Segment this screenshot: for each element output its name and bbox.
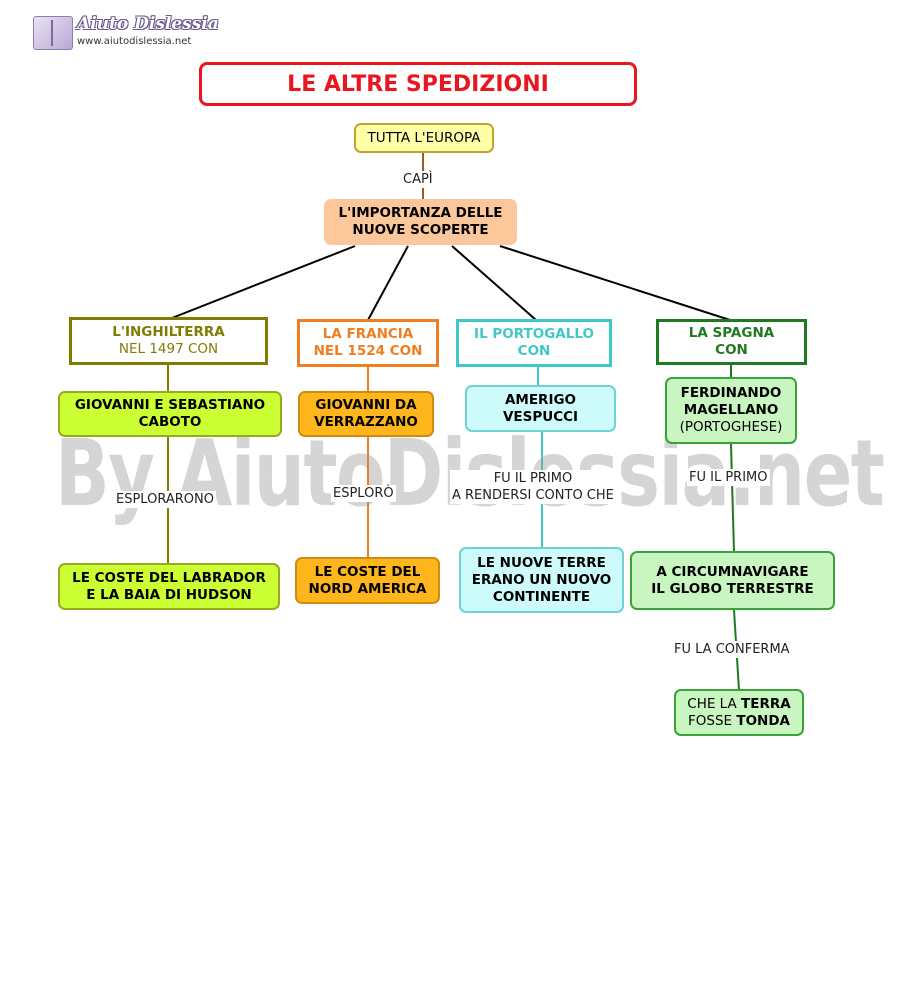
node-spain-head-line1: LA SPAGNA	[688, 325, 775, 341]
label-portugal-link-line1: FU IL PRIMO	[493, 471, 573, 486]
link-center-france	[367, 245, 409, 321]
label-root-center: CAPÌ	[401, 171, 435, 188]
logo-brand: Aiuto Dislessia	[77, 14, 219, 34]
node-france-result: LE COSTE DEL NORD AMERICA	[295, 557, 440, 604]
node-portugal-head: IL PORTOGALLO CON	[456, 319, 612, 367]
link-center-spain	[499, 245, 731, 321]
node-spain-final-pre1: CHE LA	[687, 695, 742, 712]
node-spain-explorer-line3: (PORTOGHESE)	[679, 419, 783, 435]
label-portugal-link: FU IL PRIMO A RENDERSI CONTO CHE	[450, 470, 616, 504]
node-portugal-head-line2: CON	[517, 343, 551, 359]
node-portugal-explorer: AMERIGO VESPUCCI	[465, 385, 616, 432]
label-portugal-link-line2: A RENDERSI CONTO CHE	[452, 488, 614, 503]
node-france-head-line2: NEL 1524 CON	[313, 343, 423, 359]
node-spain-final-line1: CHE LA TERRA	[687, 696, 790, 713]
node-spain-explorer-line1: FERDINANDO	[680, 385, 782, 401]
node-spain-final-bold2: TONDA	[736, 712, 790, 729]
node-spain-explorer-line2: MAGELLANO	[683, 402, 779, 418]
node-spain-final-bold1: TERRA	[741, 695, 791, 712]
node-spain-explorer: FERDINANDO MAGELLANO (PORTOGHESE)	[665, 377, 797, 444]
site-logo: Aiuto Dislessia www.aiutodislessia.net	[33, 14, 219, 54]
node-spain-result: A CIRCUMNAVIGARE IL GLOBO TERRESTRE	[630, 551, 835, 610]
label-england-link: ESPLORARONO	[114, 491, 216, 508]
page-title-text: LE ALTRE SPEDIZIONI	[287, 71, 549, 97]
node-england-head: L'INGHILTERRA NEL 1497 CON	[69, 317, 268, 365]
node-france-result-line2: NORD AMERICA	[308, 580, 427, 597]
node-spain-final-pre2: FOSSE	[688, 712, 737, 729]
node-center-line1: L'IMPORTANZA DELLE	[338, 205, 503, 221]
node-france-explorer-line2: VERRAZZANO	[314, 414, 418, 430]
node-england-result: LE COSTE DEL LABRADOR E LA BAIA DI HUDSO…	[58, 563, 280, 610]
node-portugal-result-line3: CONTINENTE	[492, 588, 591, 605]
node-england-head-line1: L'INGHILTERRA	[112, 324, 225, 340]
node-england-result-line2: E LA BAIA DI HUDSON	[86, 586, 252, 603]
node-spain-head: LA SPAGNA CON	[656, 319, 807, 365]
node-portugal-explorer-line1: AMERIGO	[504, 391, 577, 408]
logo-url: www.aiutodislessia.net	[77, 36, 192, 47]
node-england-explorer-line2: CABOTO	[138, 414, 202, 430]
node-france-explorer: GIOVANNI DA VERRAZZANO	[298, 391, 434, 437]
node-portugal-result-line1: LE NUOVE TERRE	[477, 554, 606, 571]
node-france-head-line1: LA FRANCIA	[322, 326, 414, 342]
node-spain-result-line2: IL GLOBO TERRESTRE	[651, 580, 814, 597]
node-portugal-result: LE NUOVE TERRE ERANO UN NUOVO CONTINENTE	[459, 547, 624, 613]
label-france-link: ESPLORÒ	[331, 485, 396, 502]
node-spain-head-line2: CON	[715, 342, 748, 358]
node-spain-final-line2: FOSSE TONDA	[688, 713, 790, 730]
node-portugal-head-line1: IL PORTOGALLO	[474, 326, 594, 342]
label-spain-link2: FU LA CONFERMA	[672, 641, 792, 658]
node-france-head: LA FRANCIA NEL 1524 CON	[297, 319, 439, 367]
node-root: TUTTA L'EUROPA	[354, 123, 494, 153]
node-england-explorer-line1: GIOVANNI E SEBASTIANO	[74, 397, 266, 413]
node-root-text: TUTTA L'EUROPA	[367, 129, 481, 146]
node-center: L'IMPORTANZA DELLE NUOVE SCOPERTE	[324, 199, 517, 245]
node-england-explorer: GIOVANNI E SEBASTIANO CABOTO	[58, 391, 282, 437]
book-icon	[33, 16, 73, 50]
link-center-england	[171, 245, 356, 319]
node-portugal-explorer-line2: VESPUCCI	[502, 408, 579, 425]
node-spain-final: CHE LA TERRA FOSSE TONDA	[674, 689, 804, 736]
node-portugal-result-line2: ERANO UN NUOVO	[471, 571, 612, 588]
page-title: LE ALTRE SPEDIZIONI	[199, 62, 637, 106]
label-spain-link: FU IL PRIMO	[687, 469, 770, 486]
link-spain-result	[730, 443, 735, 553]
node-france-result-line1: LE COSTE DEL	[314, 563, 421, 580]
node-england-head-line2: NEL 1497 CON	[118, 341, 219, 357]
node-england-result-line1: LE COSTE DEL LABRADOR	[72, 569, 266, 586]
node-spain-result-line1: A CIRCUMNAVIGARE	[656, 563, 809, 580]
node-center-line2: NUOVE SCOPERTE	[352, 222, 489, 238]
link-center-portugal	[451, 245, 537, 321]
node-france-explorer-line1: GIOVANNI DA	[315, 397, 417, 413]
